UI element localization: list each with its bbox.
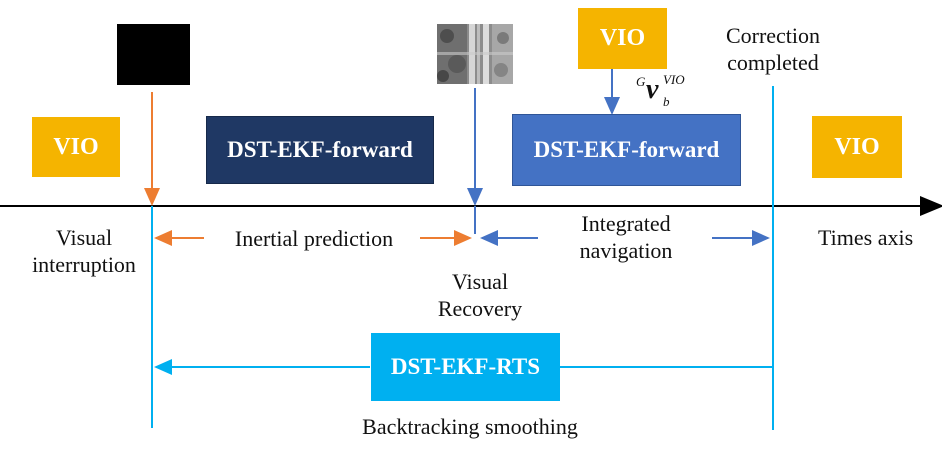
ekf-rts-box: DST-EKF-RTS — [371, 333, 560, 401]
vio-box-left: VIO — [32, 117, 120, 177]
backtracking-smoothing-label: Backtracking smoothing — [362, 414, 578, 439]
ekf-forward-box-inertial: DST-EKF-forward — [206, 116, 434, 184]
visual-recovery-line1: Visual — [451, 269, 509, 294]
integrated-navigation-line1: Integrated — [581, 211, 671, 236]
correction-line1: Correction — [725, 23, 821, 48]
visual-interruption-line2: interruption — [32, 252, 136, 277]
velocity-superscript: VIO — [663, 72, 685, 87]
correction-completed-label: Correction completed — [708, 22, 838, 76]
integrated-navigation-label: Integrated navigation — [550, 210, 702, 264]
velocity-symbol: G v VIO b — [636, 72, 696, 112]
black-camera-image — [117, 24, 190, 85]
aerial-camera-image — [437, 24, 513, 84]
vio-box-right: VIO — [812, 116, 902, 178]
integrated-navigation-line2: navigation — [579, 238, 673, 263]
times-axis-label: Times axis — [818, 225, 914, 250]
visual-interruption-label: Visual interruption — [24, 224, 144, 278]
aerial-image-graphic — [437, 24, 513, 84]
visual-interruption-line1: Visual — [55, 225, 113, 250]
visual-recovery-label: Visual Recovery — [420, 268, 540, 322]
inertial-prediction-label: Inertial prediction — [234, 226, 394, 251]
ekf-forward-box-integrated: DST-EKF-forward — [512, 114, 741, 186]
correction-line2: completed — [727, 50, 819, 75]
visual-recovery-line2: Recovery — [437, 296, 523, 321]
velocity-subscript: b — [663, 94, 670, 109]
vio-box-top: VIO — [578, 8, 667, 69]
velocity-pre-superscript: G — [636, 74, 646, 89]
velocity-base: v — [646, 74, 659, 105]
